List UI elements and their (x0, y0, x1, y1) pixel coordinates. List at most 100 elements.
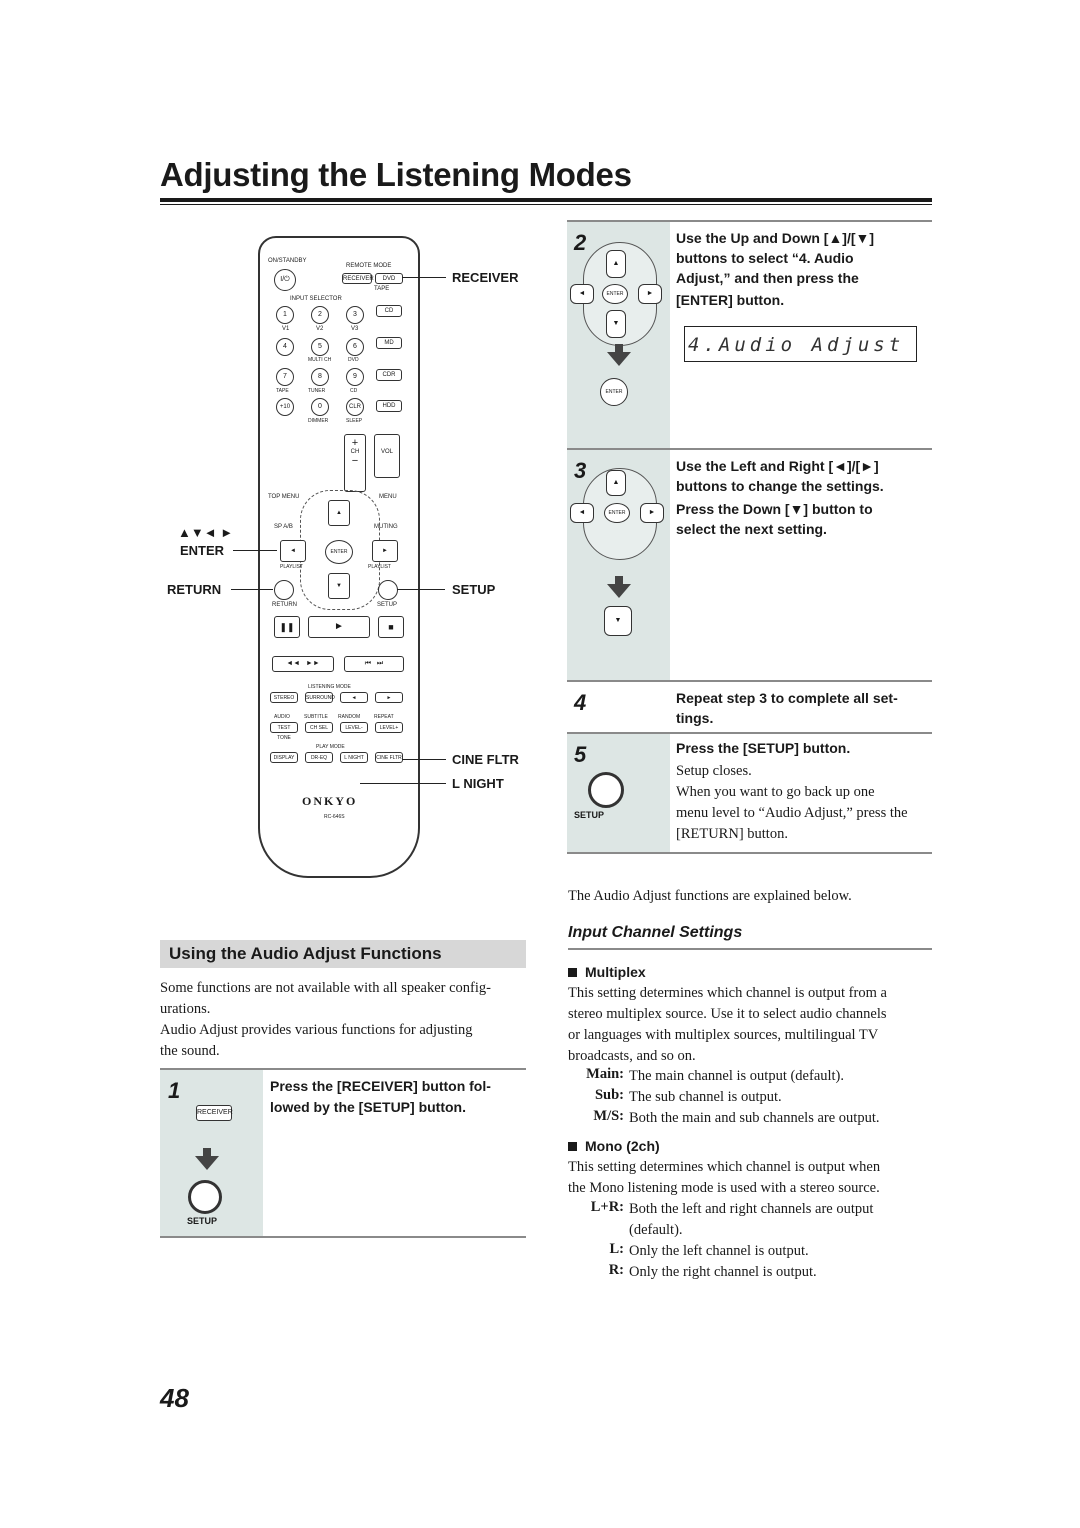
step2-right-key: ► (638, 284, 662, 304)
page-title: Adjusting the Listening Modes (160, 156, 632, 193)
multiplex-main-val: The main channel is output (default). (629, 1068, 845, 1084)
cd-key: CD (376, 305, 402, 317)
step3-enter-key: ENTER (604, 503, 630, 523)
ch-label: CH (350, 449, 360, 455)
multiplex-heading-text: Multiplex (585, 964, 646, 980)
lcd-text: 4.Audio Adjust (688, 334, 905, 356)
step4-number: 4 (574, 690, 587, 715)
step2-number: 2 (574, 230, 587, 255)
step5-setup-label: SETUP (574, 810, 605, 820)
key-clr: CLR (346, 398, 364, 416)
power-button: I/⏻ (274, 269, 296, 291)
mono-lr-val: Both the left and right channels are out… (629, 1201, 874, 1217)
step2-arrow-stem (615, 344, 623, 354)
step5-bottom-rule (567, 852, 932, 854)
muting-label: MUTING (374, 524, 398, 530)
mono-heading-text: Mono (2ch) (585, 1138, 660, 1154)
step5-p2c: [RETURN] button. (676, 826, 788, 842)
channel-rocker: + CH − (344, 434, 366, 492)
subtitle-label: SUBTITLE (304, 714, 328, 720)
mono-lr-val2: (default). (629, 1222, 683, 1238)
callout-line-receiver (402, 277, 446, 278)
lm-left-key: ◄ (340, 692, 368, 703)
tuner-label: TUNER (308, 388, 326, 394)
step2-enter-key: ENTER (602, 284, 628, 304)
step5-line1: Press the [SETUP] button. (676, 740, 851, 756)
v1-label: V1 (282, 326, 290, 332)
callout-line-return (231, 589, 273, 590)
multiplex-line-1: This setting determines which channel is… (568, 985, 887, 1001)
step2-line1: Use the Up and Down [▲]/[▼] (676, 230, 875, 246)
cine-fltr-key: CINE FLTR (375, 752, 403, 763)
step2-line3: Adjust,” and then press the (676, 270, 859, 286)
mono-l-val: Only the left channel is output. (629, 1243, 809, 1259)
key-4: 4 (276, 338, 294, 356)
ch-sel-key: CH SEL (305, 722, 333, 733)
pause-key: ❚❚ (274, 616, 300, 638)
onkyo-logo: ONKYO (302, 794, 358, 808)
step3-arrow-stem (615, 576, 623, 586)
on-standby-label: ON/STANDBY (268, 258, 307, 264)
left-arrow-key: ◄ (280, 540, 306, 562)
title-rule-thin (160, 204, 932, 205)
step1-setup-button (188, 1180, 222, 1214)
section-heading-box (160, 940, 526, 968)
multiplex-line-3: or languages with multiplex sources, mul… (568, 1027, 879, 1043)
callout-cine-fltr: CINE FLTR (452, 752, 519, 767)
mono-line-2: the Mono listening mode is used with a s… (568, 1180, 880, 1196)
sleep-label: SLEEP (346, 418, 363, 424)
test-tone-key: TEST TONE (270, 722, 298, 741)
v3-label: V3 (351, 326, 359, 332)
input-selector-label: INPUT SELECTOR (290, 296, 342, 302)
listening-mode-label: LISTENING MODE (308, 684, 351, 690)
step1-line1: Press the [RECEIVER] button fol- (270, 1078, 491, 1094)
title-rule (160, 198, 932, 202)
step3-down-button: ▼ (604, 606, 632, 636)
callout-line-cine-fltr (402, 759, 446, 760)
step5-number: 5 (574, 742, 587, 767)
multiplex-ms-key: M/S: (593, 1108, 624, 1124)
step3-number: 3 (574, 458, 587, 483)
volume-rocker: VOL (374, 434, 400, 478)
stop-key: ■ (378, 616, 404, 638)
step1-down-arrow (195, 1156, 219, 1170)
lcd-display (684, 326, 917, 362)
callout-return: RETURN (167, 582, 222, 597)
receiver-mode-key: RECEIVER (342, 273, 374, 284)
multiplex-ms-val: Both the main and sub channels are outpu… (629, 1110, 880, 1126)
step1-top-rule (160, 1068, 526, 1070)
skip-keys: ⏮ ⏭ (344, 656, 404, 672)
callout-l-night: L NIGHT (452, 776, 504, 791)
level-minus-key: LEVEL- (340, 722, 368, 733)
key-plus10: +10 (276, 398, 294, 416)
intro-text-1a: Some functions are not available with al… (160, 980, 491, 996)
callout-line-l-night (360, 783, 446, 784)
dvd-label: DVD (348, 357, 359, 363)
subheading-rule (568, 948, 932, 950)
multiplex-main-key: Main: (586, 1066, 624, 1082)
md-key: MD (376, 337, 402, 349)
step2-down-arrow (607, 352, 631, 366)
dimmer-label: DIMMER (308, 418, 329, 424)
top-menu-label: TOP MENU (268, 494, 300, 500)
sp-ab-label: SP A/B (274, 524, 293, 530)
step1-bottom-rule (160, 1236, 526, 1238)
callout-line-setup (397, 589, 445, 590)
multiplex-line-2: stereo multiplex source. Use it to selec… (568, 1006, 887, 1022)
play-mode-label: PLAY MODE (316, 744, 345, 750)
playlist-right-label: PLAYLIST (368, 564, 391, 570)
remote-control-illustration: ON/STANDBY I/⏻ REMOTE MODE RECEIVER DVD … (258, 236, 420, 878)
step2-bottom-rule (567, 448, 932, 450)
step5-setup-closes: Setup closes. (676, 763, 752, 779)
mono-r-val: Only the right channel is output. (629, 1264, 817, 1280)
step5-p2b: menu level to “Audio Adjust,” press the (676, 805, 908, 821)
up-arrow-key: ▲ (328, 500, 350, 526)
step2-enter-button: ENTER (600, 378, 628, 406)
step1-number: 1 (168, 1078, 181, 1103)
step1-receiver-button: RECEIVER (196, 1105, 233, 1121)
setup-key (378, 580, 398, 600)
tape-sub-label: TAPE (276, 388, 289, 394)
step4-line2: tings. (676, 710, 714, 726)
multiplex-heading: Multiplex (568, 964, 646, 980)
key-1: 1 (276, 306, 294, 324)
